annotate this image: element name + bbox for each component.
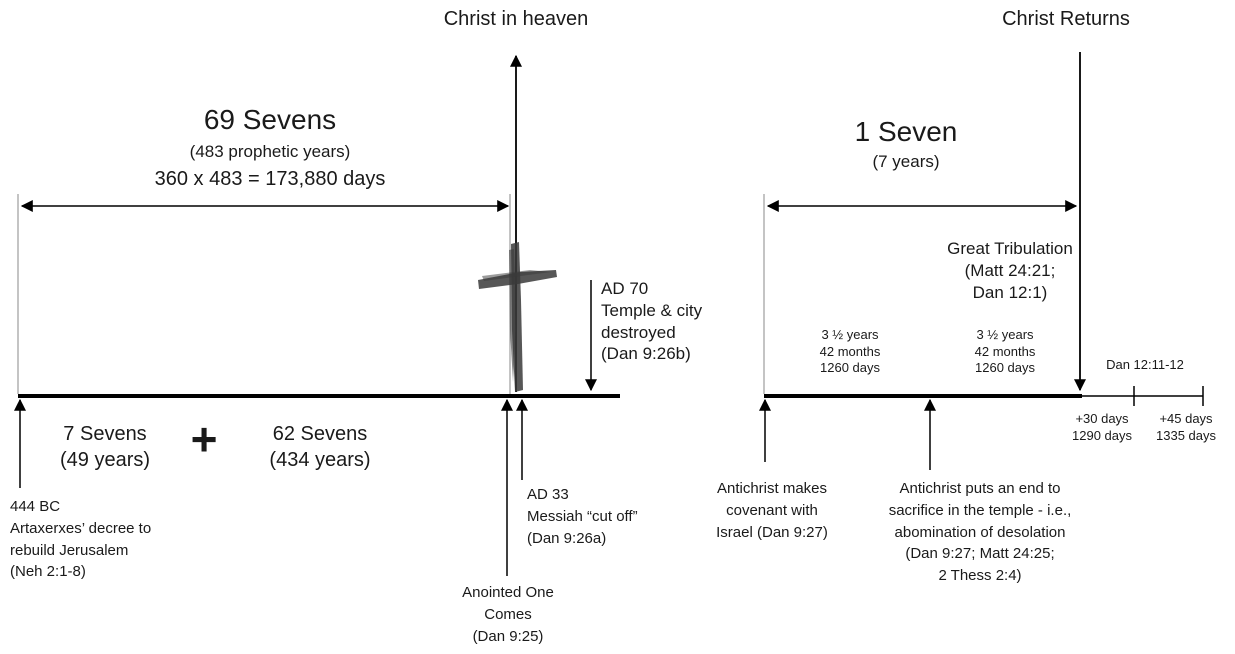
ad33-label: AD 33 Messiah “cut off” (Dan 9:26a) <box>527 484 687 549</box>
dan-12-11-label: Dan 12:11-12 <box>1106 357 1184 372</box>
covenant-line3: Israel (Dan 9:27) <box>716 523 828 541</box>
abomination-line4: (Dan 9:27; Matt 24:25; <box>905 545 1055 563</box>
abomination-line1: Antichrist puts an end to <box>899 480 1061 497</box>
sixty-two-sevens-years: (434 years) <box>269 448 371 471</box>
ad70-line1: AD 70 <box>601 279 649 298</box>
bc444-ref: (Neh 2:1-8) <box>10 563 86 581</box>
sixty-two-sevens-label: 62 Sevens (434 years) <box>250 422 390 473</box>
ad33-ref: (Dan 9:26a) <box>527 529 607 547</box>
plus-30-label: +30 days 1290 days <box>1062 411 1142 444</box>
abomination-line5: 2 Thess 2:4) <box>938 567 1022 584</box>
plus-sign: + <box>190 413 218 465</box>
span-69-sub2: 360 x 483 = 173,880 days <box>154 168 386 190</box>
covenant-line1: Antichrist makes <box>716 480 828 497</box>
bc444-label: 444 BC Artaxerxes’ decree to rebuild Jer… <box>10 496 210 583</box>
ad70-label: AD 70 Temple & city destroyed (Dan 9:26b… <box>601 278 741 365</box>
seven-sevens-label: 7 Sevens (49 years) <box>40 422 170 473</box>
great-trib-line3: Dan 12:1) <box>972 282 1048 302</box>
second-half-years: 3 ½ years <box>976 327 1034 342</box>
ad33-line2: Messiah “cut off” <box>527 507 638 525</box>
covenant-label: Antichrist makes covenant with Israel (D… <box>690 478 854 543</box>
ad70-line4: (Dan 9:26b) <box>601 344 691 364</box>
second-half-days: 1260 days <box>975 360 1035 376</box>
second-half-months: 42 months <box>974 343 1036 359</box>
seven-sevens-years: (49 years) <box>59 448 151 471</box>
first-half-label: 3 ½ years 42 months 1260 days <box>795 327 905 377</box>
total-1290-days: 1290 days <box>1072 427 1132 443</box>
anointed-line2: Comes <box>484 605 532 623</box>
bc444-line2: Artaxerxes’ decree to <box>10 519 152 537</box>
cross-icon <box>478 242 557 392</box>
plus-30-days: +30 days <box>1075 411 1129 426</box>
covenant-line2: covenant with <box>726 501 818 519</box>
span-1-title: 1 Seven <box>854 116 958 147</box>
anointed-label: Anointed One Comes (Dan 9:25) <box>438 582 578 647</box>
great-tribulation-label: Great Tribulation (Matt 24:21; Dan 12:1) <box>920 238 1100 303</box>
first-half-years: 3 ½ years <box>821 327 879 342</box>
ad70-line2: Temple & city <box>601 300 703 320</box>
plus-45-label: +45 days 1335 days <box>1144 411 1228 444</box>
anointed-line1: Anointed One <box>462 584 554 601</box>
plus-45-days: +45 days <box>1159 411 1213 426</box>
span-69-sub1: (483 prophetic years) <box>189 142 351 161</box>
abomination-label: Antichrist puts an end to sacrifice in t… <box>852 478 1108 587</box>
bc444-year: 444 BC <box>10 498 61 515</box>
second-half-label: 3 ½ years 42 months 1260 days <box>950 327 1060 377</box>
sixty-two-sevens-title: 62 Sevens <box>272 423 368 445</box>
christ-in-heaven-label: Christ in heaven <box>443 8 589 30</box>
bc444-line3: rebuild Jerusalem <box>10 541 129 559</box>
first-half-days: 1260 days <box>820 360 880 376</box>
anointed-ref: (Dan 9:25) <box>472 627 544 645</box>
span-69-title: 69 Sevens <box>203 104 337 135</box>
abomination-line2: sacrifice in the temple - i.e., <box>888 501 1072 519</box>
great-trib-line1: Great Tribulation <box>947 239 1073 258</box>
great-trib-line2: (Matt 24:21; <box>964 260 1056 280</box>
span-1-sub1: (7 years) <box>872 152 940 171</box>
first-half-months: 42 months <box>819 343 881 359</box>
ad33-year: AD 33 <box>527 486 569 503</box>
total-1335-days: 1335 days <box>1156 427 1216 443</box>
seven-sevens-title: 7 Sevens <box>63 423 147 445</box>
christ-returns-label: Christ Returns <box>1002 8 1130 30</box>
ad70-line3: destroyed <box>601 322 676 342</box>
abomination-line3: abomination of desolation <box>894 523 1066 541</box>
